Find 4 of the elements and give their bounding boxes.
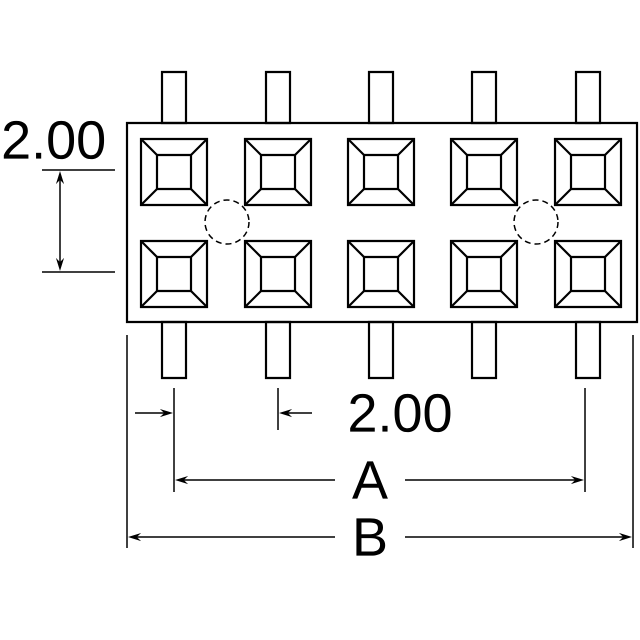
dimension-label: 2.00: [350, 394, 450, 432]
dimension-label: 2.00: [4, 120, 104, 160]
dimension-label: B: [356, 518, 386, 556]
dimension-label: A: [352, 461, 388, 499]
